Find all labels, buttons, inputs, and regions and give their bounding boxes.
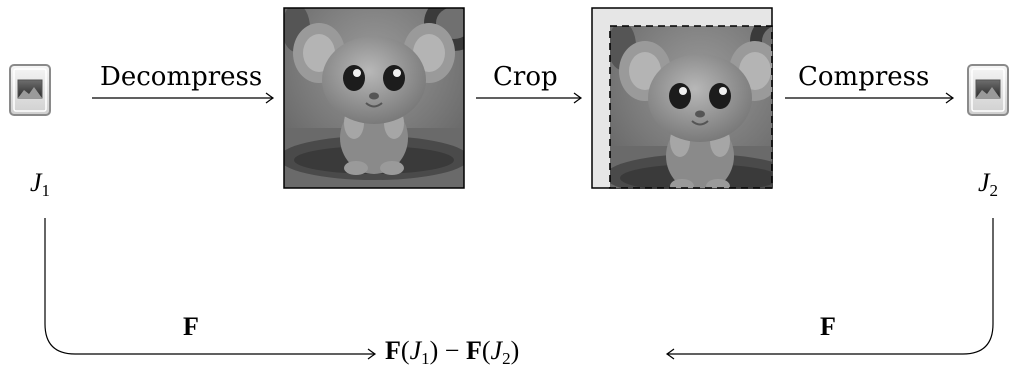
- file-label-j1: J1: [30, 168, 51, 200]
- decompressed-image: [283, 7, 465, 189]
- feature-arrows: [44, 218, 994, 360]
- transform-label-right: F: [820, 312, 836, 341]
- jpeg-file-icon-left: [9, 64, 51, 116]
- crop-boundary: [609, 25, 773, 189]
- result-expression: F(J1) − F(J2): [385, 336, 520, 368]
- compress-label: Compress: [798, 62, 930, 92]
- jpeg-file-icon-right: [967, 64, 1009, 116]
- crop-label: Crop: [493, 62, 558, 92]
- file-label-j2: J2: [978, 168, 999, 200]
- step-arrows: [92, 92, 955, 104]
- decompress-label: Decompress: [100, 62, 263, 92]
- transform-label-left: F: [183, 312, 199, 341]
- cropped-image: [591, 7, 773, 189]
